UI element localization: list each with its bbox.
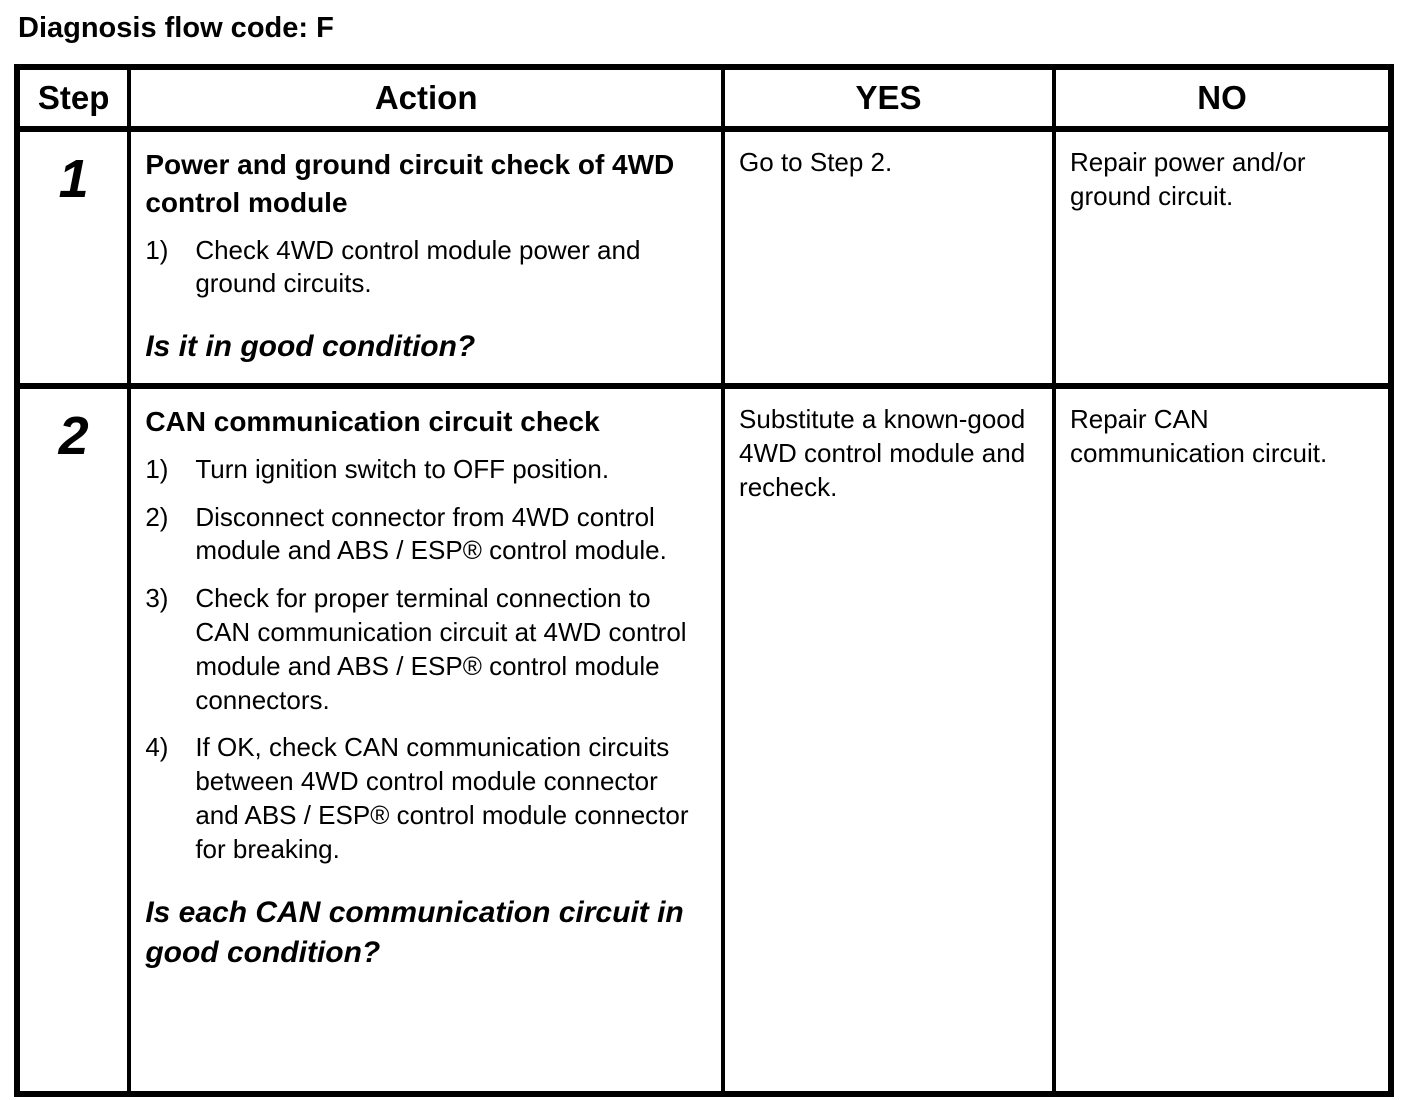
action-step-item: 4) If OK, check CAN communication circui… — [145, 731, 709, 866]
action-title: Power and ground circuit check of 4WD co… — [145, 149, 675, 218]
column-header-action: Action — [127, 65, 726, 132]
page-title: Diagnosis flow code: F — [18, 12, 334, 44]
step-number: 2 — [14, 383, 132, 1097]
table-header-row: Step Action YES NO — [14, 65, 1394, 132]
item-text: Disconnect connector from 4WD control mo… — [195, 501, 667, 566]
yes-cell: Go to Step 2. — [721, 126, 1056, 389]
action-step-item: 1) Check 4WD control module power and gr… — [145, 234, 709, 302]
item-number: 4) — [145, 732, 169, 763]
item-number: 3) — [145, 583, 169, 614]
item-number: 1) — [145, 453, 169, 484]
action-step-item: 1) Turn ignition switch to OFF position. — [145, 453, 709, 487]
item-text: If OK, check CAN communication circuits … — [195, 732, 689, 864]
column-header-step: Step — [14, 65, 132, 132]
action-title: CAN communication circuit check — [145, 406, 600, 438]
action-step-item: 3) Check for proper terminal connection … — [145, 582, 709, 717]
column-header-no: NO — [1051, 65, 1394, 132]
table-row: 2 CAN communication circuit check 1) Tur… — [14, 383, 1394, 1097]
item-text: Check 4WD control module power and groun… — [195, 234, 641, 299]
action-step-item: 2) Disconnect connector from 4WD control… — [145, 501, 709, 569]
item-number: 2) — [145, 501, 169, 532]
action-cell: Power and ground circuit check of 4WD co… — [127, 126, 726, 389]
no-cell: Repair power and/or ground circuit. — [1051, 126, 1394, 389]
item-number: 1) — [145, 234, 169, 265]
diagnosis-flow-table: Step Action YES NO 1 Power and ground ci… — [14, 64, 1394, 1098]
table-row: 1 Power and ground circuit check of 4WD … — [14, 126, 1394, 389]
step-number: 1 — [14, 126, 132, 389]
action-question: Is it in good condition? — [145, 330, 476, 364]
yes-cell: Substitute a known-good 4WD control modu… — [721, 383, 1056, 1097]
action-question: Is each CAN communication circuit in goo… — [145, 895, 684, 969]
item-text: Check for proper terminal connection to … — [195, 583, 687, 715]
item-text: Turn ignition switch to OFF position. — [195, 453, 610, 484]
action-cell: CAN communication circuit check 1) Turn … — [127, 383, 726, 1097]
no-cell: Repair CAN communication circuit. — [1051, 383, 1394, 1097]
column-header-yes: YES — [721, 65, 1056, 132]
